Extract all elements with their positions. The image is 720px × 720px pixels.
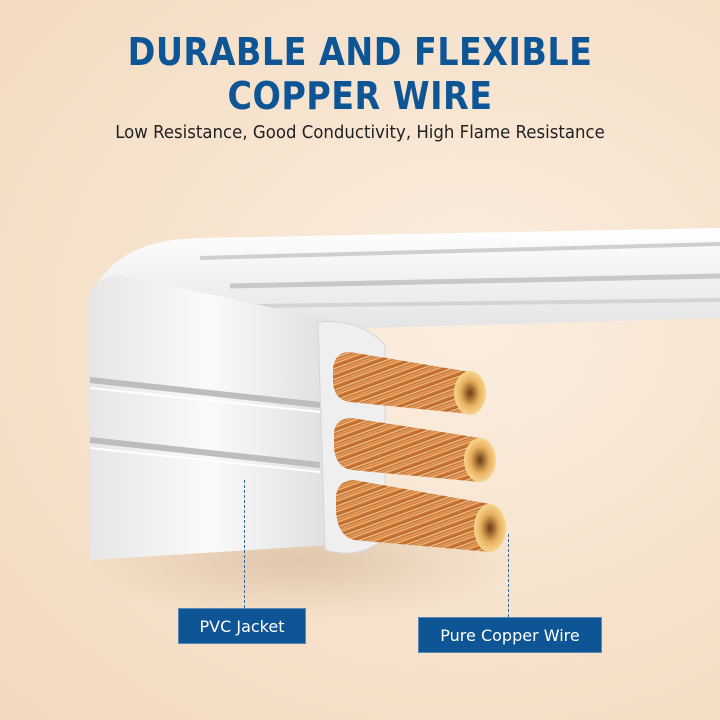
pure-copper-wire-label: Pure Copper Wire <box>418 617 602 653</box>
headline-line-2: COPPER WIRE <box>227 74 493 118</box>
pvc-jacket-label: PVC Jacket <box>178 608 306 644</box>
pvc-jacket <box>88 275 330 560</box>
copper-wire-leader-line <box>508 534 509 617</box>
copper-conductors <box>333 352 506 552</box>
headline-line-1: DURABLE AND FLEXIBLE <box>127 30 593 74</box>
pvc-jacket-leader-line <box>244 480 245 608</box>
headline: DURABLE AND FLEXIBLE COPPER WIRE <box>43 30 677 118</box>
subtitle: Low Resistance, Good Conductivity, High … <box>115 122 605 143</box>
